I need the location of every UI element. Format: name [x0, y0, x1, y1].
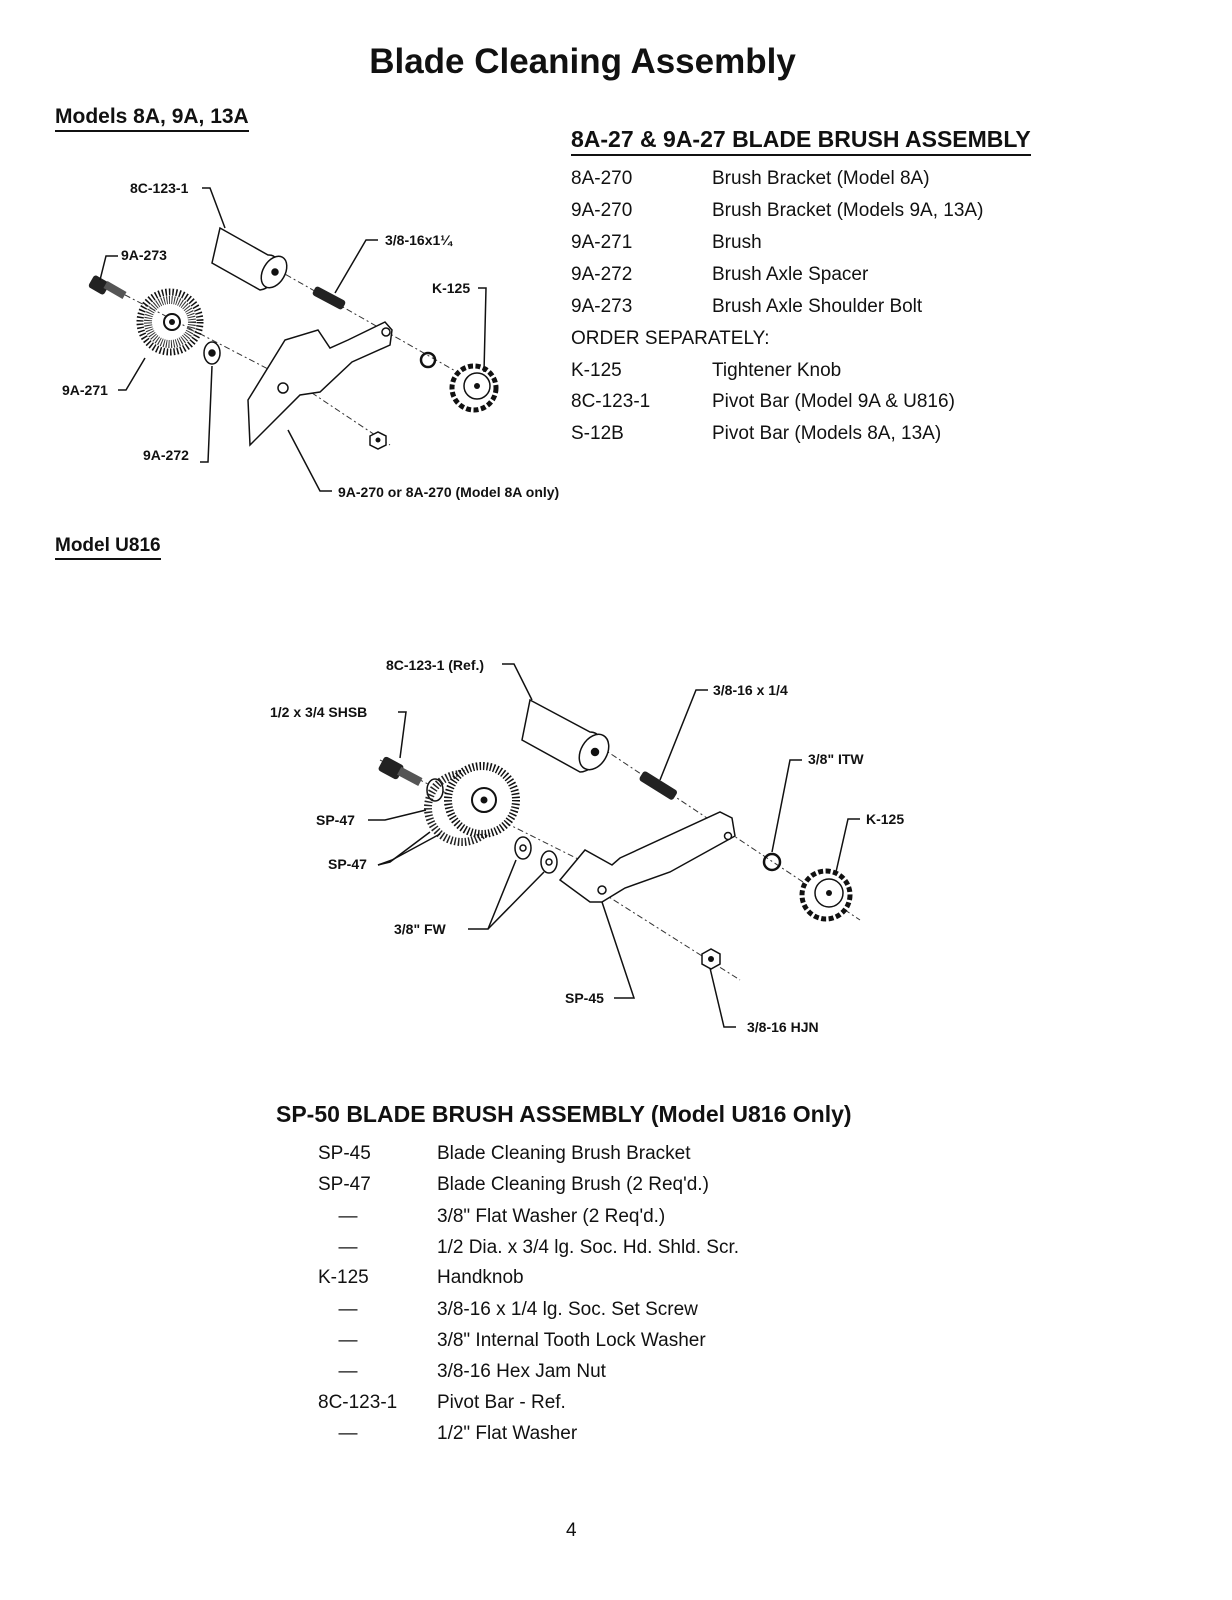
wire-brush-pair [424, 762, 520, 846]
order-separately-label: ORDER SEPARATELY: [571, 328, 770, 349]
parts-row: 8C-123-1 Pivot Bar (Model 9A & U816) [571, 391, 955, 413]
part-code: S-12B [571, 423, 624, 444]
part-description: 3/8" Internal Tooth Lock Washer [437, 1330, 706, 1351]
part-code: — [338, 1361, 358, 1382]
parts-row: 9A-273 Brush Axle Shoulder Bolt [571, 296, 922, 318]
callout-bracket: SP-45 [565, 990, 604, 1006]
callout-knob: K-125 [432, 280, 470, 296]
parts-row: 9A-271 Brush [571, 232, 762, 254]
callout-itw: 3/8" ITW [808, 751, 864, 767]
part-code: 8C-123-1 [571, 391, 651, 412]
part-code: K-125 [571, 360, 622, 381]
pivot-bar-cylinder [521, 698, 610, 773]
shoulder-bolt [88, 275, 127, 299]
wire-brush [136, 288, 204, 356]
section-heading-model-u816: Model U816 [55, 535, 161, 560]
part-description: Blade Cleaning Brush Bracket [437, 1143, 691, 1164]
part-code: — [338, 1423, 358, 1444]
callout-shoulder-bolt: 9A-273 [121, 247, 167, 263]
callout-set-screw: 3/8-16 x 1/4 [713, 682, 788, 698]
callout-flat-washer: 3/8" FW [394, 921, 447, 937]
socket-head-shoulder-bolt [378, 756, 423, 787]
part-description: Brush Bracket (Models 9A, 13A) [712, 200, 984, 221]
part-code: K-125 [318, 1267, 369, 1288]
part-description: Brush Bracket (Model 8A) [712, 168, 930, 189]
part-code: 9A-270 [571, 200, 633, 221]
callout-spacer: 9A-272 [143, 447, 189, 463]
part-description: Pivot Bar - Ref. [437, 1392, 566, 1413]
part-code: 8C-123-1 [318, 1392, 398, 1413]
callout-shsb: 1/2 x 3/4 SHSB [270, 704, 367, 720]
parts-row: S-12B Pivot Bar (Models 8A, 13A) [571, 423, 941, 445]
callout-set-screw: 3/8-16x1¼ [385, 232, 453, 248]
internal-tooth-lock-washer [762, 852, 782, 872]
callout-brush: 9A-271 [62, 382, 108, 398]
part-description: Tightener Knob [712, 360, 842, 381]
parts-row: 9A-272 Brush Axle Spacer [571, 264, 868, 286]
part-description: 3/8-16 x 1/4 lg. Soc. Set Screw [437, 1299, 698, 1320]
callout-hex-jam-nut: 3/8-16 HJN [747, 1019, 819, 1035]
callout-bracket: 9A-270 or 8A-270 (Model 8A only) [338, 484, 559, 500]
parts-list-title-sp-50: SP-50 BLADE BRUSH ASSEMBLY (Model U816 O… [276, 1101, 852, 1127]
callout-brush-b: SP-47 [328, 856, 367, 872]
part-description: Brush [712, 232, 762, 253]
part-code: — [338, 1237, 358, 1258]
part-description: Brush Axle Spacer [712, 264, 869, 285]
parts-row: K-125 Tightener Knob [571, 360, 841, 382]
callout-pivot-bar: 8C-123-1 [130, 180, 189, 196]
pivot-bar-cylinder [211, 226, 288, 291]
part-code: SP-45 [318, 1143, 371, 1164]
lock-washer [419, 351, 437, 369]
page-number: 4 [566, 1520, 577, 1541]
set-screw [312, 286, 346, 310]
part-description: 1/2" Flat Washer [437, 1423, 578, 1444]
flat-washers [514, 836, 558, 874]
part-description: Blade Cleaning Brush (2 Req'd.) [437, 1174, 709, 1195]
part-description: 3/8" Flat Washer (2 Req'd.) [437, 1206, 666, 1227]
section-heading-models-8a-9a-13a: Models 8A, 9A, 13A [55, 105, 249, 132]
handknob [799, 868, 853, 922]
part-code: 8A-270 [571, 168, 633, 189]
parts-row: 8A-270 Brush Bracket (Model 8A) [571, 168, 930, 190]
part-code: SP-47 [318, 1174, 371, 1195]
part-code: 9A-273 [571, 296, 633, 317]
page-title: Blade Cleaning Assembly [369, 42, 796, 81]
part-code: 9A-271 [571, 232, 633, 253]
exploded-diagram-models-8a-9a-13a: 8C-123-1 9A-273 3/8-16x1¼ K-125 9A-271 9… [62, 180, 559, 500]
part-description: 3/8-16 Hex Jam Nut [437, 1361, 606, 1382]
exploded-diagram-model-u816: 8C-123-1 (Ref.) 3/8-16 x 1/4 1/2 x 3/4 S… [270, 657, 904, 1035]
set-screw [639, 771, 678, 800]
part-description: Brush Axle Shoulder Bolt [712, 296, 923, 317]
hex-nut [369, 431, 387, 450]
hex-jam-nut [701, 948, 721, 970]
order-separately-heading: ORDER SEPARATELY: [571, 328, 770, 350]
part-description: Pivot Bar (Model 9A & U816) [712, 391, 955, 412]
part-code: 9A-272 [571, 264, 633, 285]
callout-knob: K-125 [866, 811, 904, 827]
part-code: — [338, 1330, 358, 1351]
center-lines [99, 239, 481, 446]
brush-bracket [247, 321, 393, 447]
part-code: — [338, 1299, 358, 1320]
parts-list-title-blade-brush-assembly: 8A-27 & 9A-27 BLADE BRUSH ASSEMBLY [571, 126, 1031, 156]
axle-spacer [203, 341, 221, 365]
brush-cleaning-bracket [558, 811, 736, 903]
parts-row: 9A-270 Brush Bracket (Models 9A, 13A) [571, 200, 983, 222]
callout-pivot-bar-ref: 8C-123-1 (Ref.) [386, 657, 484, 673]
part-description: Handknob [437, 1267, 524, 1288]
callout-brush-a: SP-47 [316, 812, 355, 828]
leader-lines [368, 663, 860, 1028]
leader-lines [99, 187, 487, 492]
part-description: Pivot Bar (Models 8A, 13A) [712, 423, 942, 444]
tightener-knob [449, 363, 499, 413]
part-description: 1/2 Dia. x 3/4 lg. Soc. Hd. Shld. Scr. [437, 1237, 740, 1258]
part-code: — [338, 1206, 358, 1227]
